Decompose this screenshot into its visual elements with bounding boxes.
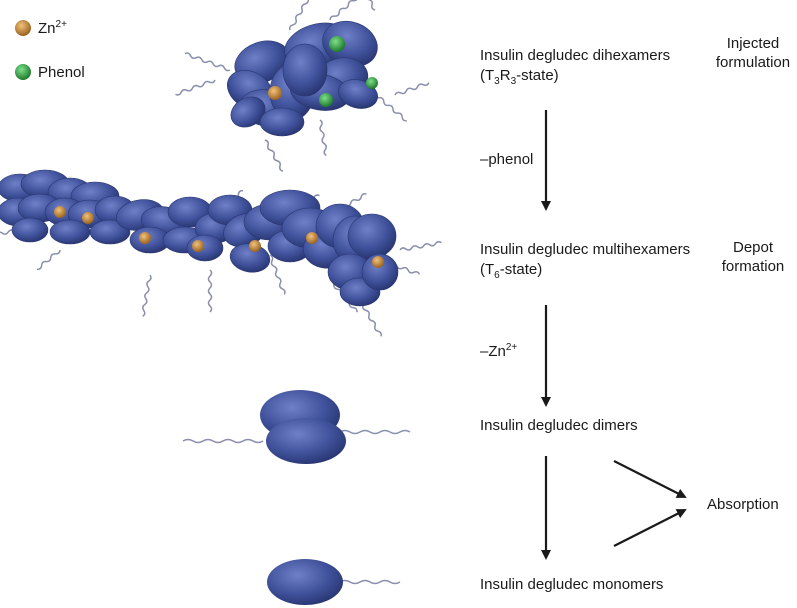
stage-multihexamers-label: Insulin degludec multihexamers — [480, 241, 691, 258]
arrow-monomer-absorption — [613, 509, 687, 547]
depot-formation-label: Depot formation — [721, 239, 785, 275]
stage-dihexamers-label: Insulin degludec dihexamers — [480, 47, 671, 64]
phenol-legend-icon — [15, 64, 31, 80]
zinc-loss-label: –Zn2+ — [480, 342, 518, 361]
dihexamer-illustration — [175, 0, 430, 172]
zinc-legend-icon — [15, 20, 31, 36]
monomer-illustration — [267, 559, 401, 605]
absorption-label: Absorption — [707, 496, 779, 513]
arrow-dimer-absorption — [613, 460, 687, 498]
stage-dihexamers-state: (T3R3-state) — [480, 67, 559, 87]
multihexamer-illustration — [0, 169, 442, 337]
stage-multihexamers-state: (T6-state) — [480, 261, 543, 281]
injected-formulation-label: Injected formulation — [715, 35, 791, 71]
phenol-legend-label: Phenol — [38, 64, 85, 81]
stage-dimers-label: Insulin degludec dimers — [480, 417, 638, 434]
phenol-loss-label: –phenol — [480, 151, 534, 168]
zinc-legend-label: Zn2+ — [38, 19, 67, 38]
stage-monomers-label: Insulin degludec monomers — [480, 576, 664, 593]
dimer-illustration — [182, 390, 411, 464]
